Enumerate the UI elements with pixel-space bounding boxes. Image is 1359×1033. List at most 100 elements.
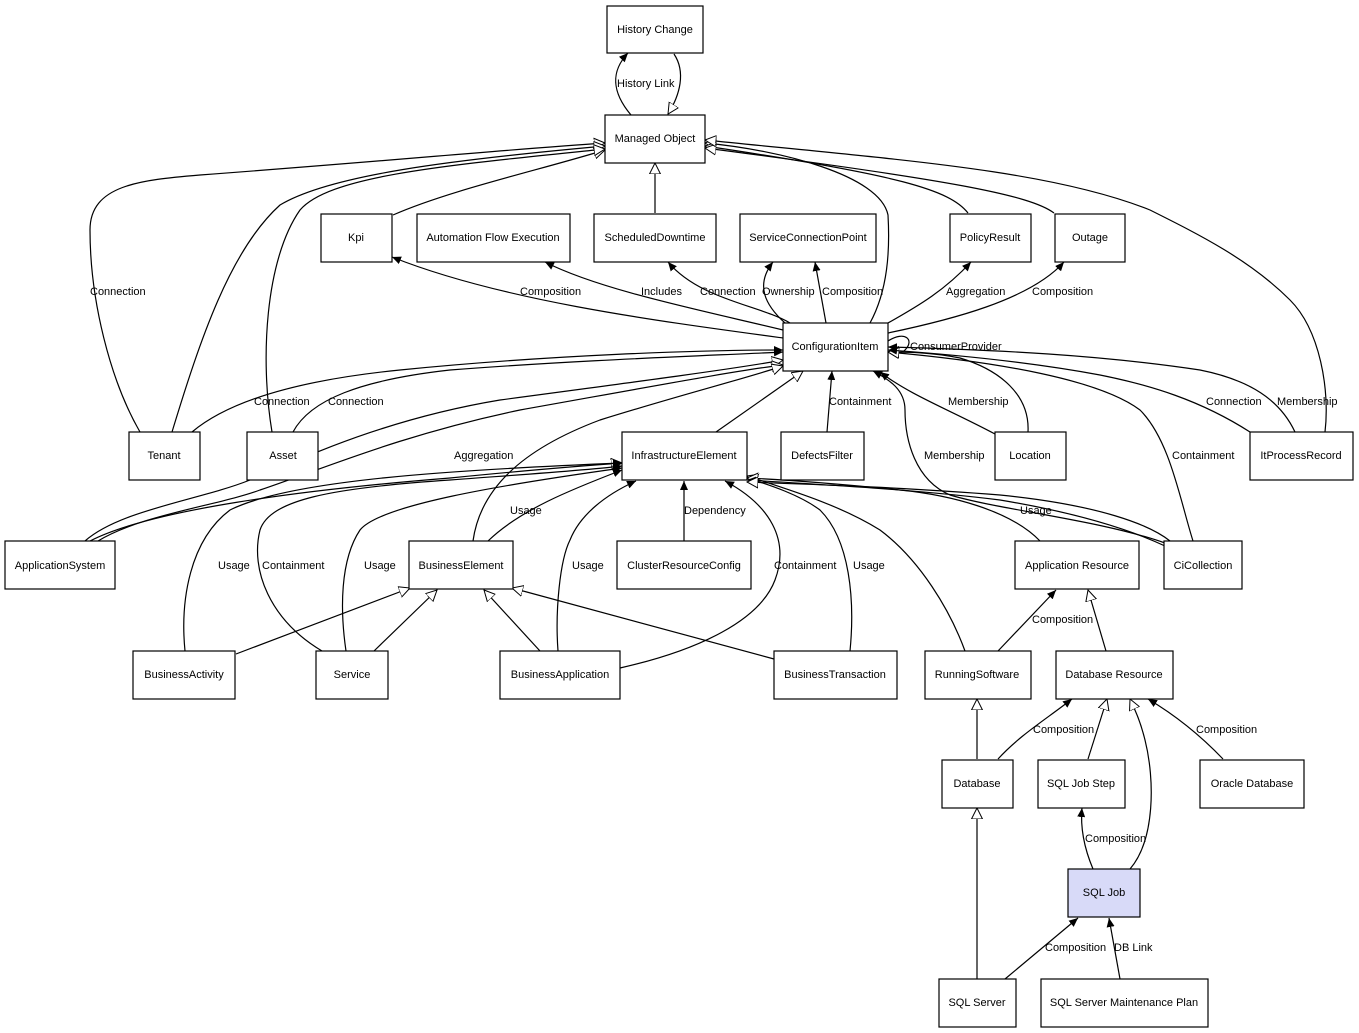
edge-cicollection-ie-usage — [746, 476, 1166, 547]
edge-ci-policyresult — [887, 261, 972, 324]
label-outage-composition: Composition — [1032, 286, 1093, 298]
node-location[interactable]: Location — [994, 431, 1067, 481]
edge-businesselement-ie — [487, 469, 623, 542]
node-sql-job-step[interactable]: SQL Job Step — [1037, 759, 1126, 809]
label-sd-connection: Connection — [700, 286, 756, 298]
edge-businessapplication-ie-containment — [619, 480, 781, 669]
edge-itprocessrecord-managedobject — [705, 140, 1327, 433]
edge-tenant-ci — [191, 346, 784, 433]
edge-itprocessrecord-ci-membership — [887, 343, 1296, 433]
node-service[interactable]: Service — [315, 650, 389, 700]
edge-asset-ci — [292, 348, 784, 433]
node-sql-job[interactable]: SQL Job — [1067, 868, 1141, 918]
node-scheduled-downtime[interactable]: ScheduledDowntime — [593, 213, 717, 263]
label-crc-dependency: Dependency — [684, 505, 746, 517]
svg-text:Application Resource: Application Resource — [1025, 560, 1129, 572]
label-asset-connection-ci: Connection — [328, 396, 384, 408]
node-history-change[interactable]: History Change — [606, 5, 704, 54]
node-cluster-resource-config[interactable]: ClusterResourceConfig — [616, 540, 752, 590]
edge-cicollection-ci-containment — [888, 352, 1194, 542]
label-appsys-aggregation: Aggregation — [454, 450, 513, 462]
edge-service-be — [373, 590, 437, 652]
label-pr-aggregation: Aggregation — [946, 286, 1005, 298]
edge-ci-outage — [887, 261, 1065, 334]
label-bapp-containment: Containment — [774, 560, 836, 572]
node-application-system[interactable]: ApplicationSystem — [4, 540, 116, 590]
node-oracle-database[interactable]: Oracle Database — [1199, 759, 1305, 809]
svg-text:Database Resource: Database Resource — [1065, 669, 1162, 681]
svg-text:ApplicationSystem: ApplicationSystem — [15, 560, 106, 572]
edge-service-ie-containment — [256, 463, 623, 652]
edge-configurationitem-managedobject — [705, 143, 890, 324]
node-business-activity[interactable]: BusinessActivity — [132, 650, 236, 700]
label-ba-usage: Usage — [218, 560, 250, 572]
node-database[interactable]: Database — [941, 759, 1014, 809]
label-bapp-usage: Usage — [572, 560, 604, 572]
node-business-transaction[interactable]: BusinessTransaction — [773, 650, 898, 700]
edge-infrastructureelement-ci — [715, 371, 803, 433]
node-configuration-item[interactable]: ConfigurationItem — [782, 322, 889, 372]
edge-applicationsystem-ci — [84, 360, 783, 542]
node-sql-server-maintenance-plan[interactable]: SQL Server Maintenance Plan — [1040, 978, 1209, 1028]
edge-asset-managedobject — [265, 149, 605, 433]
svg-text:BusinessTransaction: BusinessTransaction — [784, 669, 886, 681]
node-tenant[interactable]: Tenant — [128, 431, 201, 481]
label-itpr-connection: Connection — [1206, 396, 1262, 408]
edge-location-ci-membership — [879, 371, 996, 435]
edge-cicollection-ci-membership — [872, 370, 1166, 544]
svg-text:ScheduledDowntime: ScheduledDowntime — [605, 232, 706, 244]
node-automation-flow-execution[interactable]: Automation Flow Execution — [416, 213, 571, 263]
node-infrastructure-element[interactable]: InfrastructureElement — [621, 431, 748, 481]
edge-sqlserver-sqljob — [1004, 917, 1079, 980]
node-running-software[interactable]: RunningSoftware — [924, 650, 1032, 700]
edge-applicationresource-ie — [747, 478, 1041, 542]
svg-text:SQL Job: SQL Job — [1083, 887, 1125, 899]
edge-sqljobstep-dbresource — [1087, 699, 1107, 760]
node-managed-object[interactable]: Managed Object — [604, 114, 706, 164]
label-rs-composition: Composition — [1032, 614, 1093, 626]
node-defects-filter[interactable]: DefectsFilter — [780, 431, 865, 481]
label-sjs-composition: Composition — [1085, 833, 1146, 845]
label-kpi-composition: Composition — [520, 286, 581, 298]
svg-text:Location: Location — [1009, 450, 1051, 462]
node-sql-server[interactable]: SQL Server — [938, 978, 1017, 1028]
label-bt-usage: Usage — [853, 560, 885, 572]
svg-text:ItProcessRecord: ItProcessRecord — [1260, 450, 1341, 462]
node-outage[interactable]: Outage — [1054, 213, 1126, 263]
label-oracle-composition: Composition — [1196, 724, 1257, 736]
edge-itprocessrecord-ci-connection — [887, 346, 1251, 433]
edge-businesstransaction-ie — [746, 476, 853, 652]
svg-text:DefectsFilter: DefectsFilter — [791, 450, 853, 462]
edge-ci-scp-ownership — [763, 261, 786, 324]
label-sqlserver-composition: Composition — [1045, 942, 1106, 954]
svg-text:BusinessElement: BusinessElement — [419, 560, 504, 572]
node-policy-result[interactable]: PolicyResult — [949, 213, 1032, 263]
edge-runningsoftware-ie — [747, 476, 966, 652]
label-location-membership: Membership — [948, 396, 1009, 408]
label-be-usage: Usage — [510, 505, 542, 517]
edge-kpi-managedobject — [392, 150, 605, 216]
node-kpi[interactable]: Kpi — [320, 213, 393, 263]
svg-text:PolicyResult: PolicyResult — [960, 232, 1021, 244]
svg-text:SQL Server: SQL Server — [948, 997, 1005, 1009]
edge-businessapplication-ie-usage — [556, 480, 637, 652]
edge-tenant-managedobject — [89, 143, 605, 433]
svg-text:Database: Database — [953, 778, 1000, 790]
node-application-resource[interactable]: Application Resource — [1014, 540, 1140, 590]
node-business-application[interactable]: BusinessApplication — [499, 650, 621, 700]
node-database-resource[interactable]: Database Resource — [1055, 650, 1174, 700]
node-ci-collection[interactable]: CiCollection — [1163, 540, 1243, 590]
edge-cicollection-ie-gen — [747, 482, 1171, 542]
node-service-connection-point[interactable]: ServiceConnectionPoint — [739, 213, 877, 263]
edge-sqljob-sqljobstep — [1077, 807, 1094, 870]
node-business-element[interactable]: BusinessElement — [408, 540, 514, 590]
edge-maintenanceplan-sqljob — [1106, 917, 1121, 980]
node-asset[interactable]: Asset — [246, 431, 319, 481]
svg-text:Kpi: Kpi — [348, 232, 364, 244]
node-it-process-record[interactable]: ItProcessRecord — [1249, 431, 1354, 481]
edge-runningsoftware-appresource — [997, 589, 1057, 652]
svg-text:Tenant: Tenant — [147, 450, 180, 462]
edge-businesselement-ci — [472, 366, 783, 542]
